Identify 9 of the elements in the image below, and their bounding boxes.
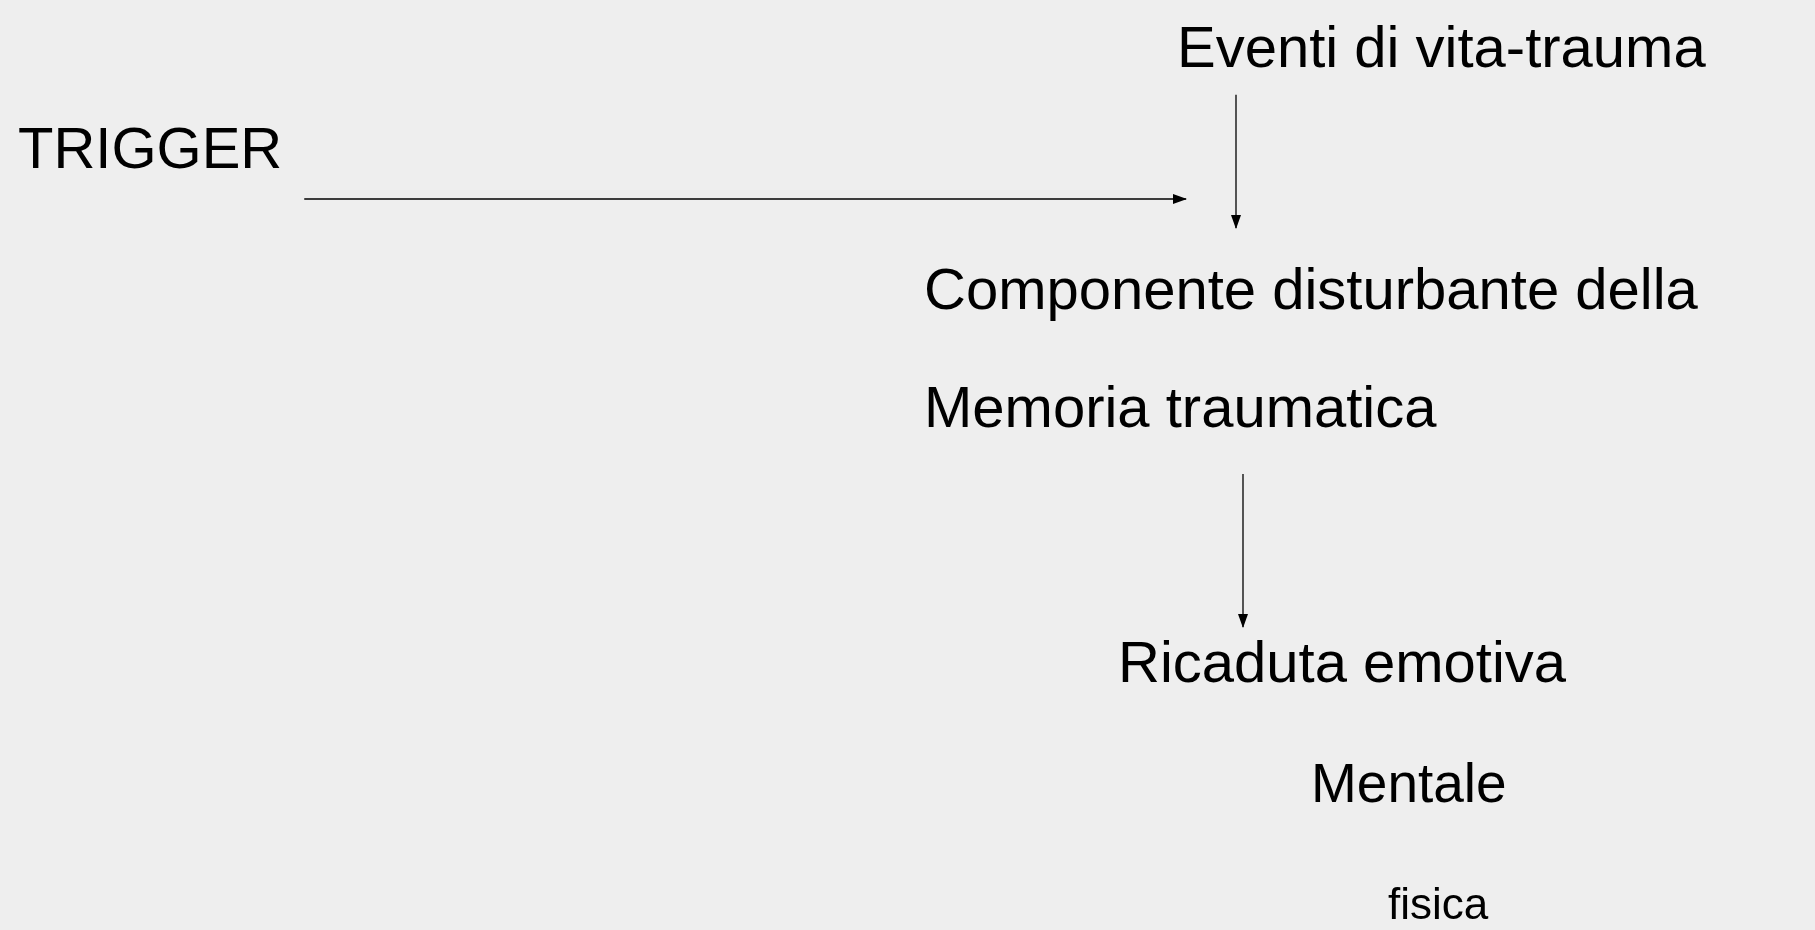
arrow	[1238, 473, 1248, 628]
arrow	[1231, 94, 1241, 229]
node-text: Ricaduta emotiva	[1118, 629, 1567, 696]
arrow	[303, 194, 1187, 204]
node-text: Eventi di vita-trauma	[1177, 14, 1706, 81]
node-text: Componente disturbante della Memoria traumatica	[924, 230, 1774, 466]
node-text: TRIGGER	[18, 115, 283, 182]
label-text: fisica	[1388, 882, 1489, 926]
label-text: Mentale	[1311, 752, 1507, 816]
